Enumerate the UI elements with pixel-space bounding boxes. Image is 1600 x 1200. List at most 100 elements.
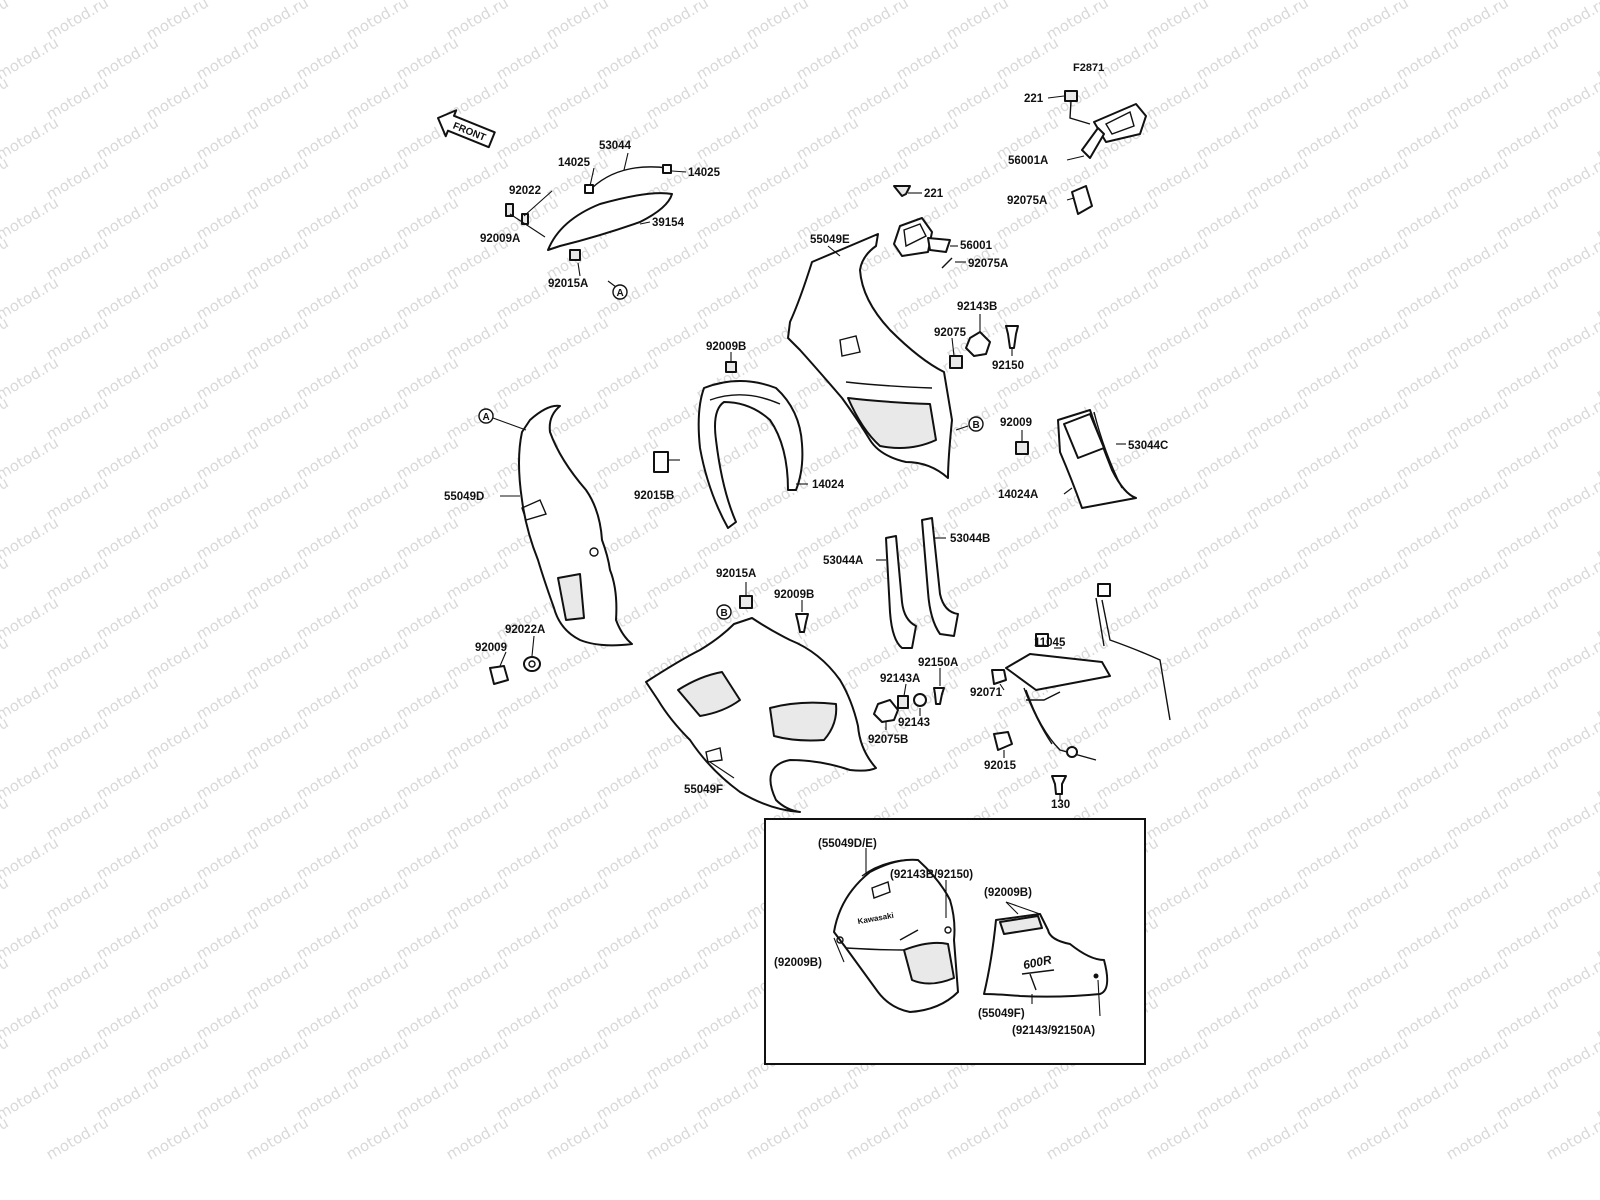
label-56001a: 56001A: [1008, 155, 1048, 167]
collar-92143: [913, 693, 927, 707]
bolt-92150a: [933, 687, 945, 705]
mirror-mount-56001: [927, 237, 951, 253]
watermark-text: motod.ru: [143, 1113, 212, 1163]
watermark-text: motod.ru: [0, 913, 62, 963]
strip-53044b: [921, 517, 959, 637]
watermark-text: motod.ru: [0, 633, 12, 683]
label-130: 130: [1051, 799, 1070, 811]
watermark-text: motod.ru: [0, 0, 62, 3]
label-92150: 92150: [992, 360, 1024, 372]
label-92022: 92022: [509, 185, 541, 197]
watermark-text: motod.ru: [0, 233, 12, 283]
label-53044a: 53044A: [823, 555, 863, 567]
nut-92015: [993, 731, 1013, 751]
marker-a-left: [478, 408, 494, 424]
label-39154: 39154: [652, 217, 685, 229]
watermark-text: motod.ru: [0, 193, 62, 243]
mirror-group: F2871 221 56001A 92075A 221 56001 92075A: [893, 62, 1147, 270]
watermark-text: motod.ru: [743, 1113, 812, 1163]
marker-b-right-text: B: [973, 420, 980, 431]
watermark-text: motod.ru: [543, 1113, 612, 1163]
inset-label-92009b-left: (92009B): [774, 957, 822, 969]
watermark-text: motod.ru: [643, 1113, 712, 1163]
nut-92015a: [569, 249, 581, 261]
watermark-text: motod.ru: [0, 753, 62, 803]
panel-14024a: [1063, 413, 1105, 459]
watermark-text: motod.ru: [0, 873, 12, 923]
label-92009a: 92009A: [480, 233, 520, 245]
label-92075b: 92075B: [868, 734, 908, 746]
watermark-text: motod.ru: [0, 593, 62, 643]
screw-221-top: [1064, 90, 1078, 102]
label-92075a: 92075A: [968, 258, 1008, 270]
washer-92022a: [523, 656, 541, 672]
label-92015b: 92015B: [634, 490, 674, 502]
marker-a-top: [612, 284, 628, 300]
duct-14024: [697, 380, 804, 529]
label-221: 221: [924, 188, 944, 200]
inset-label-92143b-92150: (92143B/92150): [890, 869, 973, 881]
watermark-text: motod.ru: [0, 993, 62, 1043]
windshield-stay: [591, 166, 669, 189]
watermark-text: motod.ru: [0, 793, 12, 843]
nut-92015a-mid: [739, 595, 753, 609]
label-92150a: 92150A: [918, 657, 958, 669]
watermark-text: motod.ru: [0, 113, 62, 163]
stay-mount-top: [1097, 583, 1111, 597]
watermark-text: motod.ru: [0, 1113, 12, 1163]
label-55049d: 55049D: [444, 491, 484, 503]
label-92071: 92071: [970, 687, 1003, 699]
label-53044c: 53044C: [1128, 440, 1168, 452]
watermark-text: motod.ru: [0, 73, 12, 123]
bracket-92075a: [941, 257, 953, 269]
label-14024: 14024: [812, 479, 845, 491]
label-92143: 92143: [898, 717, 930, 729]
screw-92009b-top: [725, 361, 737, 373]
watermark-text: motod.ru: [0, 473, 12, 523]
label-53044b: 53044B: [950, 533, 990, 545]
label-55049e: 55049E: [810, 234, 850, 246]
inner-duct-group: 92009B 14024 92015B: [634, 341, 845, 529]
watermark-text: motod.ru: [1043, 1113, 1112, 1163]
right-panel-group: 92009 53044C 14024A: [998, 409, 1168, 509]
side-fairing-vent: [557, 573, 585, 621]
label-92009b-top: 92009B: [706, 341, 746, 353]
inset-model: 600R: [1022, 952, 1053, 972]
watermark-text: motod.ru: [1143, 1113, 1212, 1163]
inset-label-55049de: (55049D/E): [818, 838, 877, 850]
watermark-text: motod.ru: [0, 33, 62, 83]
watermark-text: motod.ru: [0, 673, 62, 723]
screw-92009b-mid: [795, 613, 809, 633]
label-14025a: 14025: [558, 157, 591, 169]
lower-fairing-vent-right: [769, 701, 838, 742]
label-92015a-mid: 92015A: [716, 568, 756, 580]
diagram-code: F2871: [1073, 62, 1104, 74]
watermark-text: motod.ru: [0, 833, 62, 883]
marker-b-right: [968, 416, 984, 432]
inset-label-92143-92150a: (92143/92150A): [1012, 1025, 1095, 1037]
stay-mount-left: [1035, 633, 1049, 647]
bolt-92009-left: [489, 665, 509, 685]
label-92022a: 92022A: [505, 624, 545, 636]
nut-92071: [991, 669, 1007, 685]
label-92009-left: 92009: [475, 642, 507, 654]
watermark-text: motod.ru: [843, 1113, 912, 1163]
watermark-text: motod.ru: [0, 433, 62, 483]
watermark-text: motod.ru: [0, 513, 62, 563]
label-92015: 92015: [984, 760, 1017, 772]
grommet-92075b: [873, 699, 899, 723]
label-14025b: 14025: [688, 167, 721, 179]
upper-fairing-vent: [839, 335, 861, 357]
assembly-inset: Kawasaki 600R (55049D/E) (92143B/92150) …: [764, 818, 1146, 1065]
watermark-text: motod.ru: [243, 1113, 312, 1163]
lower-fairing-vent-left: [677, 671, 741, 717]
label-92075: 92075: [934, 327, 967, 339]
watermark-text: motod.ru: [0, 153, 12, 203]
label-53044: 53044: [599, 140, 632, 152]
watermark-text: motod.ru: [1443, 1113, 1512, 1163]
inset-label-92009b-right: (92009B): [984, 887, 1032, 899]
clip-14025a: [584, 184, 594, 194]
bolt-92009a: [505, 203, 514, 217]
windshield-39154: [547, 192, 673, 251]
